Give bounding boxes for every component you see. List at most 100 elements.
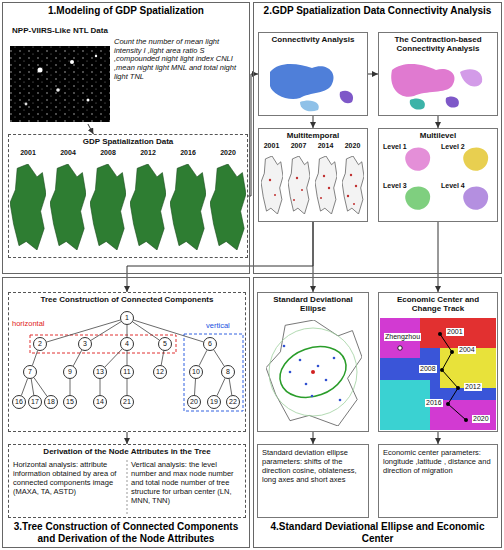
use-shape — [50, 164, 86, 250]
circle-shape — [328, 187, 330, 189]
circle-shape — [464, 418, 468, 422]
map-label: 2014 — [312, 142, 339, 150]
section-panel: 2.GDP Spatialization Data Connectivity A… — [253, 2, 502, 274]
tree-link — [127, 379, 128, 395]
node-title: 19 — [208, 396, 220, 408]
path-shape — [446, 96, 459, 107]
tree-node: 16 — [12, 395, 26, 409]
map-label: horizontal — [12, 320, 45, 329]
flow-arrow — [88, 124, 94, 134]
ntl-image — [10, 46, 110, 122]
ellipse-shape — [273, 338, 353, 406]
use-shape — [261, 156, 283, 214]
tree-link — [34, 378, 47, 397]
circle-shape — [320, 197, 322, 199]
tree-link — [70, 379, 71, 395]
map-label: 2012 — [464, 383, 482, 391]
map-label: Level 4 — [441, 182, 465, 190]
map-label: 2020 — [339, 142, 366, 150]
circle-shape — [317, 365, 320, 368]
path-shape — [460, 69, 482, 86]
path-shape — [463, 187, 488, 210]
flow-arrow — [313, 116, 314, 128]
section-panel: 4.Standard Deviational Ellipse and Econo… — [253, 277, 502, 548]
node-title: 7 — [24, 366, 36, 378]
circle-shape — [299, 359, 302, 362]
node-title: 12 — [154, 366, 166, 378]
connectivity-blobs — [270, 64, 353, 111]
circle-shape — [323, 175, 325, 177]
tree-node: 5 — [158, 337, 172, 351]
tree-node: 21 — [120, 395, 134, 409]
circle-shape — [438, 332, 442, 336]
tree-link — [199, 350, 207, 365]
path-shape — [410, 98, 425, 109]
use-shape — [315, 156, 337, 214]
node-title: 18 — [45, 396, 57, 408]
economic-heatmap — [380, 318, 496, 430]
tree-node: 1 — [120, 311, 134, 325]
node-title: NPP-VIIRS-Like NTL Data — [8, 24, 112, 37]
tree-link — [91, 322, 121, 341]
tree-link — [127, 325, 128, 337]
node-title: 13 — [94, 366, 106, 378]
tree-node: 2 — [33, 337, 47, 351]
flow-arrow — [313, 222, 314, 292]
circle-shape — [25, 103, 28, 106]
tree-node: 14 — [93, 395, 107, 409]
use-shape — [266, 320, 362, 426]
node-title: Multitemporal — [259, 129, 367, 142]
circle-shape — [95, 55, 97, 57]
tree-link — [100, 379, 101, 395]
node-title: 20 — [188, 396, 200, 408]
multitemporal-maps — [261, 156, 364, 214]
path-shape — [391, 64, 454, 97]
map-label: 2012 — [128, 149, 168, 157]
map-label: 2008 — [88, 149, 128, 157]
map-label: Level 1 — [383, 143, 407, 151]
use-shape — [130, 164, 166, 250]
circle-shape — [311, 395, 314, 398]
parameter-box: Economic center parameters: longitude ,l… — [378, 444, 498, 518]
tree-link — [217, 378, 225, 395]
node-title: Multilevel — [379, 129, 497, 142]
map-label: Level 3 — [383, 182, 407, 190]
flow-arrow — [127, 432, 128, 444]
rect-shape — [380, 380, 430, 430]
flow-arrow — [438, 116, 439, 128]
circle-shape — [38, 68, 43, 73]
map-label: Level 2 — [441, 143, 465, 151]
use-shape — [170, 164, 206, 250]
tree-node: 17 — [28, 395, 42, 409]
node-title: Standard deviation ellipse parameters: s… — [258, 445, 368, 487]
use-shape — [342, 156, 364, 214]
tree-link — [105, 349, 122, 367]
tree-link — [195, 379, 196, 395]
node-title: 22 — [227, 396, 239, 408]
map-label: 2020 — [208, 149, 248, 157]
tree-node: 20 — [187, 395, 201, 409]
circle-shape — [325, 379, 328, 382]
section-panel: 3.Tree Construction of Connected Compone… — [2, 277, 250, 548]
node-title: Economic center parameters: longitude ,l… — [379, 445, 497, 478]
circle-shape — [347, 195, 349, 197]
image-panel: NPP-VIIRS-Like NTL Data — [8, 24, 112, 124]
flow-arrow — [368, 74, 378, 75]
map-label: 2001 — [8, 149, 48, 157]
tree-link — [21, 379, 27, 396]
circle-shape — [450, 350, 454, 354]
column-divider — [127, 460, 128, 514]
tree-node: 3 — [78, 337, 92, 351]
circle-shape — [293, 199, 295, 201]
tree-brackets — [30, 334, 243, 411]
node-title: 5 — [159, 338, 171, 350]
flow-arrow — [127, 222, 313, 292]
map-label: 2016 — [168, 149, 208, 157]
tree-link — [73, 350, 81, 366]
tree-node: 18 — [44, 395, 58, 409]
tree-node: 9 — [63, 365, 77, 379]
node-text: Horizontal analysis: attribute informati… — [13, 460, 123, 496]
node-title: Economic Center and Change Track — [379, 293, 497, 315]
node-title: The Contraction-based Connectivity Analy… — [379, 33, 497, 55]
map-label: Zhengzhou — [384, 333, 421, 341]
